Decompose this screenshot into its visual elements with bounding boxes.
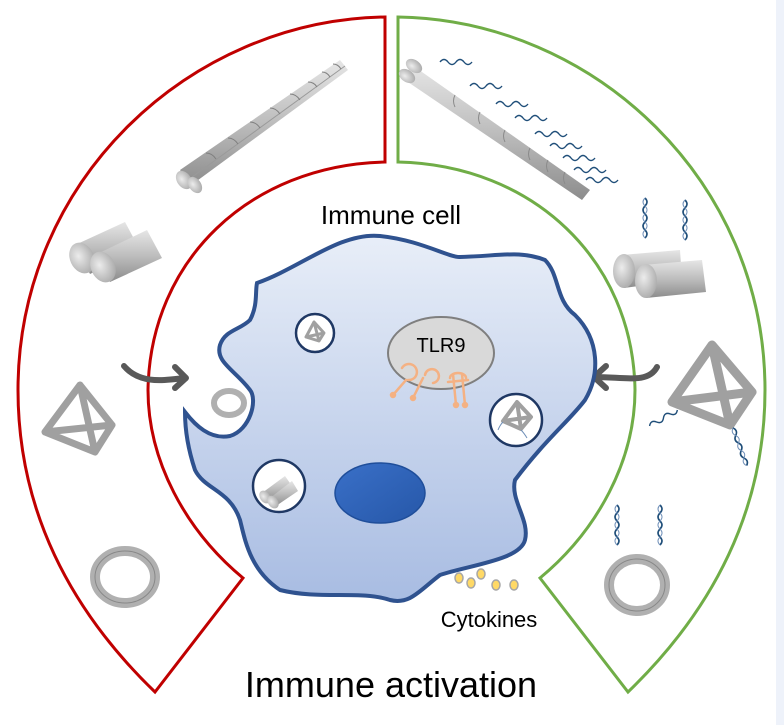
cpg-ring-icon xyxy=(604,504,670,616)
tlr9-receptor-icon xyxy=(389,362,470,409)
nucleus xyxy=(334,462,426,524)
ring-icon xyxy=(90,546,160,608)
nanotube-icon xyxy=(175,60,348,194)
left-uptake-arrow xyxy=(121,363,189,391)
vesicle-cpg-tetrahedron xyxy=(488,392,544,448)
left-panel-border xyxy=(16,15,387,695)
immune-activation-title: Immune activation xyxy=(245,664,537,705)
double-cylinder-icon xyxy=(69,222,162,283)
tlr9-endosome xyxy=(387,316,495,390)
right-edge-strip xyxy=(776,0,784,725)
cytokines-label: Cytokines xyxy=(441,607,538,632)
cpg-nanotube-icon xyxy=(398,58,619,200)
cpg-tetrahedron-icon xyxy=(647,340,757,468)
vesicle-double-cylinder xyxy=(251,458,307,514)
vesicle-tetrahedron xyxy=(294,312,336,354)
right-panel-border xyxy=(396,15,767,695)
cytokine-dots xyxy=(454,568,519,591)
tlr9-label: TLR9 xyxy=(417,335,466,357)
immune-cell-label: Immune cell xyxy=(321,200,461,230)
tetrahedron-icon xyxy=(41,381,116,456)
ring-uptake-icon xyxy=(211,388,247,418)
cpg-double-cylinder-icon xyxy=(613,197,706,298)
right-uptake-arrow xyxy=(591,363,660,391)
